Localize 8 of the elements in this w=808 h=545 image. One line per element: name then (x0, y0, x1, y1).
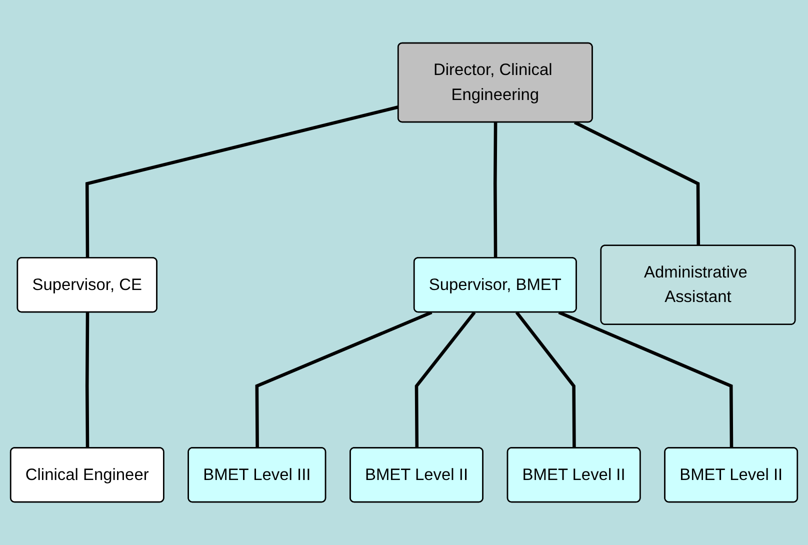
connector (255, 310, 432, 448)
connector (515, 311, 576, 448)
connector (85, 105, 399, 258)
connector (574, 120, 700, 246)
connector (85, 312, 90, 448)
connector (558, 310, 734, 448)
connector (414, 311, 476, 448)
connector (494, 122, 498, 258)
